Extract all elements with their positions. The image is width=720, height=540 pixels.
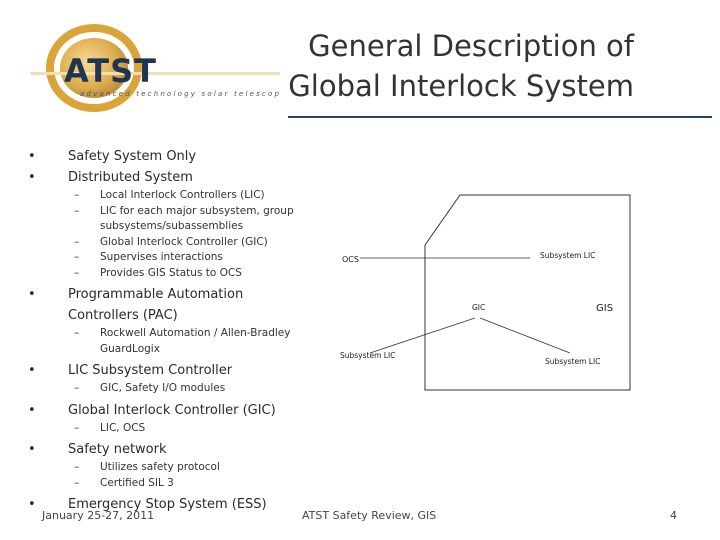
bullet-text: Emergency Stop System (ESS) [68,497,267,512]
sub-bullet-text: Local Interlock Controllers (LIC) [100,189,265,201]
bullet-text: Safety network [68,442,167,457]
sub-bullet-item: –LIC, OCS [74,421,146,434]
bullet-item: •Distributed System [28,170,193,185]
sub-bullet-item: –Local Interlock Controllers (LIC) [74,189,265,201]
sub-bullet-text: Rockwell Automation / Allen-Bradley [100,327,291,339]
gis-boundary [424,194,631,391]
bullet-item: •Safety System Only [28,149,197,164]
logo-wordmark: ATST [64,52,157,90]
title-rule [288,116,712,118]
bullet-text: Global Interlock Controller (GIC) [68,402,276,418]
sub-bullet-item: –GIC, Safety I/O modules [74,382,226,394]
sub-bullet-item: –Certified SIL 3 [74,476,174,489]
bullet-item: •Global Interlock Controller (GIC) [28,402,276,418]
sun-ring [46,24,142,112]
sub-bullet-continuation: subsystems/subassemblies [28,219,328,235]
sub-bullet-list: –Local Interlock Controllers (LIC) –LIC … [28,188,328,281]
slide-title-line2: Global Interlock System [288,69,634,103]
bullet-item: •LIC Subsystem Controller [28,363,233,378]
logo-tagline: advanced technology solar telescope [80,90,280,98]
footer-center: ATST Safety Review, GIS [302,509,437,522]
gis-label: GIS [596,303,613,314]
bullet-text: Distributed System [68,170,193,185]
sub-bullet-item: –Global Interlock Controller (GIC) [74,235,268,248]
sub-bullet-text: Global Interlock Controller (GIC) [100,235,268,248]
sub-bullet-item: –Supervises interactions [74,251,223,263]
subsystem-lic-left: Subsystem LIC [340,351,395,360]
sub-bullet-list: –Utilizes safety protocol –Certified SIL… [28,460,328,491]
subsystem-lic-top: Subsystem LIC [540,251,595,260]
bullet-list: •Safety System Only •Distributed System … [28,146,328,515]
sub-bullet-list: –Rockwell Automation / Allen-Bradley Gua… [28,326,328,357]
ocs-node: OCS [342,255,359,264]
gis-diagram: OCS Subsystem LIC GIC GIS Subsystem LIC … [340,194,631,391]
page-number: 4 [670,509,677,522]
bullet-text: Programmable Automation [68,287,244,302]
sub-bullet-text: Supervises interactions [100,251,223,263]
sub-bullet-continuation: GuardLogix [28,342,328,358]
sub-bullet-item: –Provides GIS Status to OCS [74,266,242,279]
sub-bullet-item: –LIC for each major subsystem, group [74,204,294,217]
sub-bullet-list: –GIC, Safety I/O modules [28,381,328,397]
link-lic-right [479,317,571,354]
gic-node: GIC [472,303,485,312]
sub-bullet-text: subsystems/subassemblies [100,220,244,232]
atst-logo: ATST advanced technology solar telescope [30,24,280,112]
sub-bullet-text: GuardLogix [100,342,160,355]
bullet-text: LIC Subsystem Controller [68,363,233,378]
sub-bullet-list: –LIC, OCS [28,421,328,437]
sub-bullet-text: Provides GIS Status to OCS [100,266,242,279]
sub-bullet-text: LIC, OCS [100,421,146,434]
sub-bullet-item: –Utilizes safety protocol [74,461,220,473]
sub-bullet-text: GIC, Safety I/O modules [100,382,226,394]
bullet-item: •Safety network [28,442,167,457]
link-lic-left [369,317,476,354]
slide-title-line1: General Description of [308,29,634,63]
sub-bullet-text: LIC for each major subsystem, group [100,204,294,217]
slide-title: General Description of Global Interlock … [234,26,634,106]
sub-bullet-text: Utilizes safety protocol [100,461,220,473]
bullet-text: Safety System Only [68,149,197,164]
subsystem-lic-right: Subsystem LIC [545,357,600,366]
sub-bullet-text: Certified SIL 3 [100,476,174,489]
bullet-item: •Emergency Stop System (ESS) [28,497,267,512]
footer-date: January 25-27, 2011 [42,509,155,522]
bullet-text-cont: Controllers (PAC) [68,308,178,323]
sub-bullet-item: –Rockwell Automation / Allen-Bradley [74,327,291,339]
